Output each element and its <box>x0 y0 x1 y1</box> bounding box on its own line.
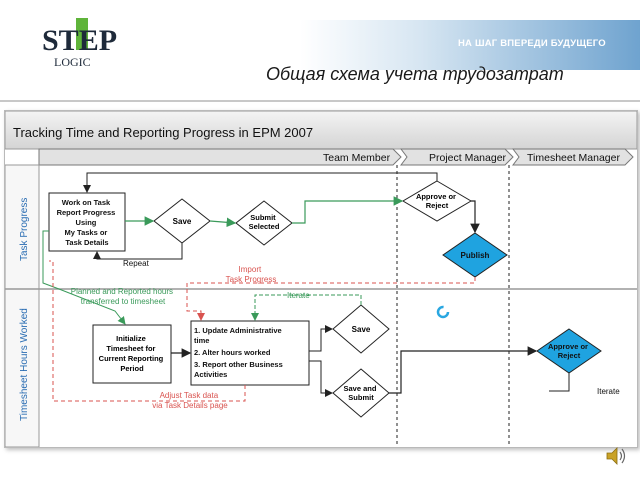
lane-timesheet-hours: Timesheet Hours Worked <box>19 308 30 421</box>
svg-text:Save: Save <box>352 325 371 334</box>
node-save-bottom <box>332 304 390 354</box>
label-import: Import Task Progress <box>226 265 277 284</box>
svg-text:Submit Selected: Submit Selected <box>249 213 280 231</box>
label-adjust: Adjust Task data via Task Details page <box>152 391 228 410</box>
process-diagram: Tracking Time and Reporting Progress in … <box>4 110 638 448</box>
logo-green-block <box>76 18 88 50</box>
page-title: Общая схема учета трудозатрат <box>266 64 564 84</box>
node-approve-top <box>402 180 472 222</box>
role-header-bar: Team Member Project Manager Timesheet Ma… <box>38 148 634 166</box>
svg-text:Initialize Timesheet for: Initialize Timesheet for Current Reporti… <box>99 334 166 373</box>
lane-column <box>5 164 40 447</box>
svg-text:Publish: Publish <box>461 251 490 260</box>
company-logo: STEP LOGIC <box>42 18 117 69</box>
loading-icon <box>436 305 450 319</box>
divider <box>0 100 640 102</box>
role-timesheet-manager: Timesheet Manager <box>527 152 620 164</box>
label-iterate-top: Iterate <box>287 291 310 300</box>
node-submit-selected <box>235 200 293 246</box>
diagram-title: Tracking Time and Reporting Progress in … <box>13 125 313 140</box>
svg-text:Approve or Reject: Approve or Reject <box>548 342 590 360</box>
diagram-canvas: Tracking Time and Reporting Progress in … <box>5 111 637 447</box>
header-band <box>300 20 640 70</box>
speaker-icon[interactable] <box>604 444 628 468</box>
svg-text:Work on Task Report Prog: Work on Task Report Progress Using My Ta… <box>57 198 118 247</box>
node-initialize <box>92 324 172 384</box>
lane-task-progress: Task Progress <box>19 198 30 261</box>
logo-text-top: STEP <box>42 24 117 57</box>
logo-text-bottom: LOGIC <box>54 55 91 69</box>
role-project-manager: Project Manager <box>429 152 507 164</box>
svg-text:Save: Save <box>173 217 192 226</box>
role-team-member: Team Member <box>323 152 391 164</box>
svg-text:Save and Submit: Save and Submit <box>343 384 378 402</box>
svg-text:1. Update Administrative: 1. Update Administrative time 2. Alter h… <box>194 326 285 379</box>
node-work-on-task <box>48 192 126 252</box>
node-update-steps <box>190 320 310 386</box>
label-iterate-bottom: Iterate <box>597 387 620 396</box>
node-save-and-submit <box>332 368 390 418</box>
tagline: НА ШАГ ВПЕРЕДИ БУДУЩЕГО <box>458 38 606 49</box>
label-repeat: Repeat <box>123 259 150 268</box>
label-planned-hours: Planned and Reported hours transferred t… <box>71 287 176 306</box>
svg-text:Approve or Reject: Approve or Reject <box>416 192 458 210</box>
